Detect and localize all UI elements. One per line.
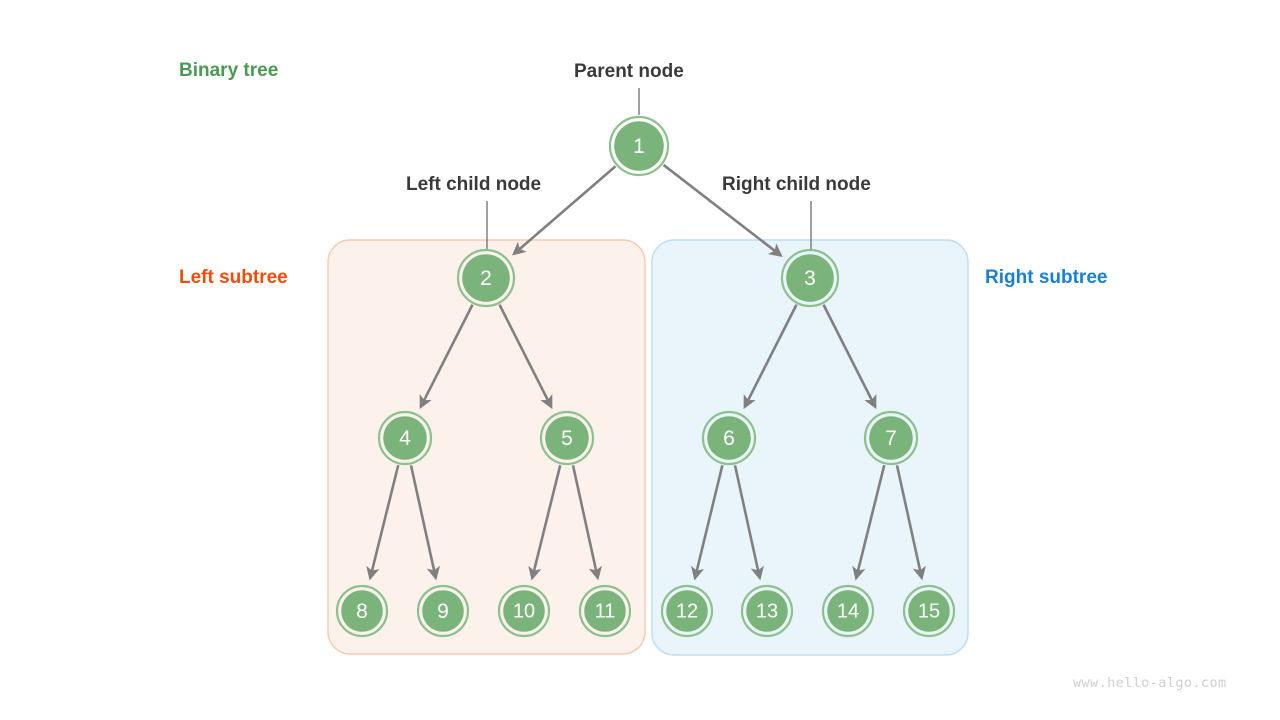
node-outer-ring <box>780 248 840 308</box>
tree-edge-4-8 <box>366 464 400 581</box>
tree-edge-7-15 <box>895 465 926 581</box>
subtree-panels <box>327 239 969 656</box>
node-outer-ring <box>608 115 670 177</box>
right-subtree-label: Right subtree <box>985 267 1108 288</box>
tree-node-7[interactable]: 7 <box>863 410 919 466</box>
right-subtree-panel <box>651 239 969 656</box>
node-disc <box>827 590 869 632</box>
node-outer-ring <box>660 584 714 638</box>
node-value: 13 <box>756 601 778 623</box>
tree-edge-6-13 <box>733 465 764 581</box>
node-disc <box>503 590 545 632</box>
node-disc <box>614 121 664 171</box>
node-outer-ring <box>377 410 433 466</box>
node-value: 6 <box>723 427 735 450</box>
tree-edge-3-6 <box>743 304 798 410</box>
tree-node-3[interactable]: 3 <box>780 248 840 308</box>
node-outer-ring <box>456 248 516 308</box>
node-outer-ring <box>335 584 389 638</box>
node-disc <box>908 590 950 632</box>
tree-node-4[interactable]: 4 <box>377 410 433 466</box>
node-outer-ring <box>821 584 875 638</box>
node-disc <box>462 254 510 302</box>
right-child-node-label: Right child node <box>722 174 871 195</box>
node-outer-ring <box>416 584 470 638</box>
node-value: 14 <box>837 601 859 623</box>
left-subtree-label: Left subtree <box>179 267 288 288</box>
node-disc <box>786 254 834 302</box>
tree-edge-3-7 <box>822 304 877 410</box>
node-disc <box>584 590 626 632</box>
node-value: 10 <box>513 601 535 623</box>
watermark: www.hello-algo.com <box>1073 675 1227 691</box>
tree-node-13[interactable]: 13 <box>740 584 794 638</box>
tree-edge-2-5 <box>498 304 553 410</box>
node-value: 3 <box>804 267 816 290</box>
tree-edge-6-12 <box>691 464 724 581</box>
node-disc <box>545 416 589 460</box>
tree-edge-4-9 <box>409 465 440 581</box>
node-outer-ring <box>539 410 595 466</box>
tree-node-8[interactable]: 8 <box>335 584 389 638</box>
tree-node-1[interactable]: 1 <box>608 115 670 177</box>
node-disc <box>422 590 464 632</box>
node-value: 15 <box>918 601 940 623</box>
node-disc <box>746 590 788 632</box>
tree-node-14[interactable]: 14 <box>821 584 875 638</box>
node-value: 7 <box>885 427 897 450</box>
parent-node-label: Parent node <box>574 61 684 82</box>
tree-node-2[interactable]: 2 <box>456 248 516 308</box>
node-disc <box>869 416 913 460</box>
tree-node-15[interactable]: 15 <box>902 584 956 638</box>
diagram-title: Binary tree <box>179 60 279 81</box>
tree-node-5[interactable]: 5 <box>539 410 595 466</box>
tree-edge-1-3 <box>662 163 783 257</box>
tree-edge-1-2 <box>512 165 617 256</box>
node-value: 12 <box>676 601 698 623</box>
tree-edge-5-10 <box>528 464 562 581</box>
node-value: 2 <box>480 267 492 290</box>
node-outer-ring <box>497 584 551 638</box>
tree-edge-7-14 <box>852 464 886 581</box>
node-disc <box>383 416 427 460</box>
node-value: 4 <box>399 427 411 450</box>
tree-node-6[interactable]: 6 <box>701 410 757 466</box>
node-disc <box>666 590 708 632</box>
node-disc <box>341 590 383 632</box>
node-value: 5 <box>561 427 573 450</box>
tree-node-11[interactable]: 11 <box>578 584 632 638</box>
node-value: 1 <box>633 135 645 158</box>
label-leader-lines <box>486 88 812 249</box>
tree-node-10[interactable]: 10 <box>497 584 551 638</box>
tree-node-12[interactable]: 12 <box>660 584 714 638</box>
node-value: 11 <box>595 601 616 623</box>
tree-edges <box>366 163 926 581</box>
node-outer-ring <box>740 584 794 638</box>
node-value: 8 <box>356 600 368 623</box>
node-disc <box>707 416 751 460</box>
node-value: 9 <box>437 600 449 623</box>
left-child-node-label: Left child node <box>406 174 542 195</box>
node-outer-ring <box>902 584 956 638</box>
node-outer-ring <box>701 410 757 466</box>
tree-edge-2-4 <box>419 304 474 410</box>
tree-edge-5-11 <box>571 465 602 581</box>
node-outer-ring <box>863 410 919 466</box>
node-outer-ring <box>578 584 632 638</box>
tree-node-9[interactable]: 9 <box>416 584 470 638</box>
